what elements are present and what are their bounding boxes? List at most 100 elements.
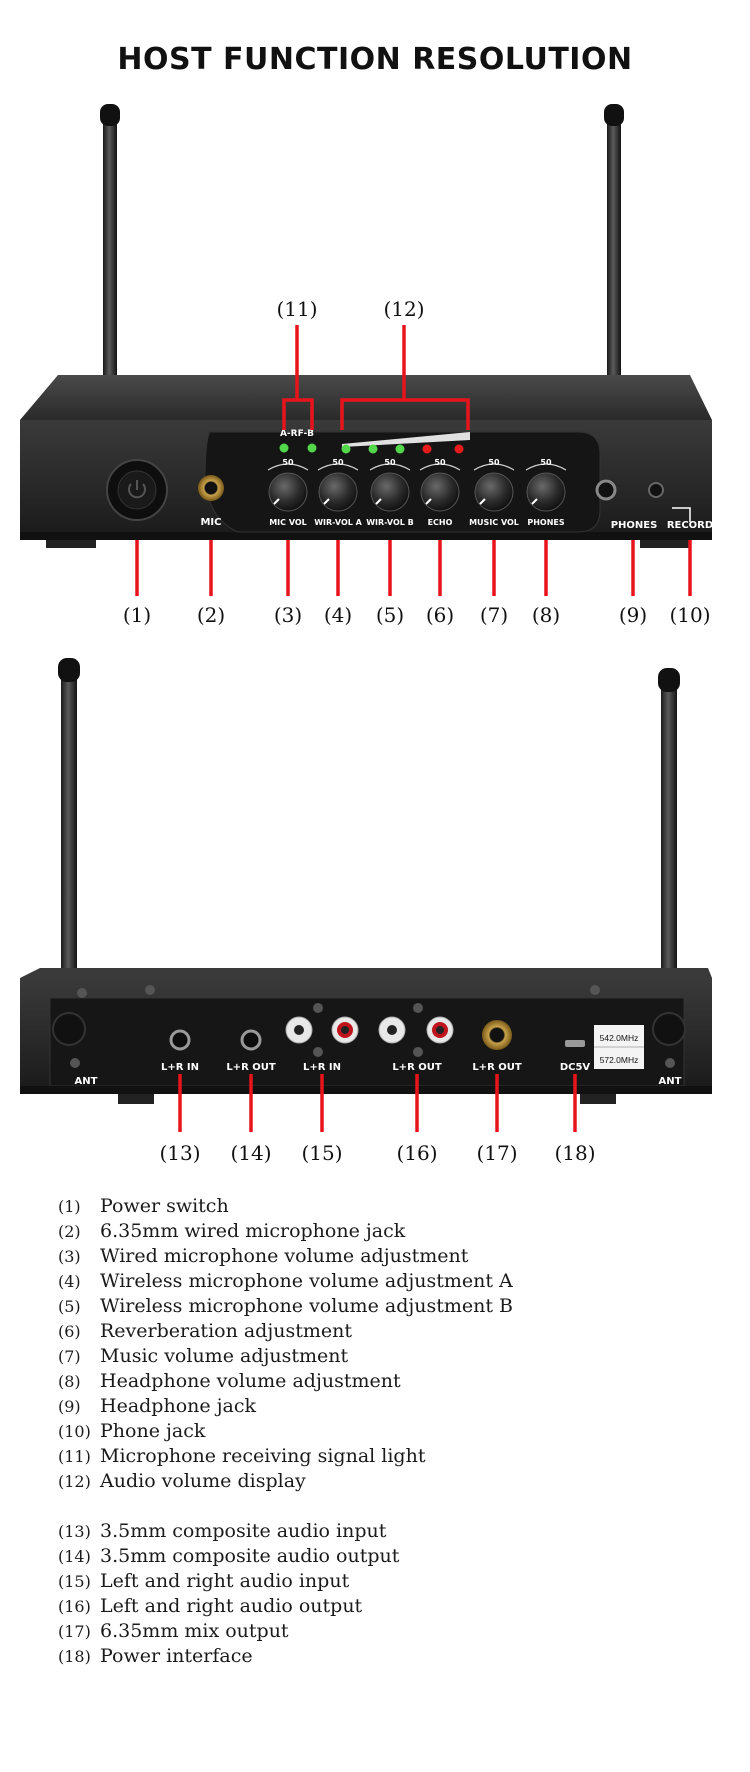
callout-15: (15) [301,1141,342,1165]
knob-indicator [273,498,280,505]
front-callout-lines [135,325,692,596]
knob-label: MIC VOL [269,518,307,527]
aux-in-35-jack[interactable] [169,1029,191,1051]
callout-16: (16) [396,1141,437,1165]
knob-body[interactable] [268,472,308,512]
knob-label: PHONES [527,518,565,527]
ant-left-label: ANT [75,1076,98,1087]
mic-jack[interactable] [198,475,224,501]
legend-item: (4)Wireless microphone volume adjustment… [58,1270,513,1292]
legend-item: (16)Left and right audio output [58,1595,363,1617]
knob-body[interactable] [420,472,460,512]
legend-item: (10)Phone jack [58,1420,206,1442]
antenna-connector-left [52,1012,86,1046]
legend-item: (9)Headphone jack [58,1395,257,1417]
phone-jack[interactable] [648,482,664,498]
callout-17: (17) [476,1141,517,1165]
knob-label: ECHO [428,518,453,527]
knob-label: MUSIC VOL [469,518,519,527]
callout-12: (12) [383,297,424,321]
rca-in[interactable] [285,1016,359,1044]
knob-scale-label: 50 [384,458,396,467]
knob-indicator [323,498,330,505]
mix-out-635-jack[interactable] [482,1020,512,1050]
legend-item: (5)Wireless microphone volume adjustment… [58,1295,513,1317]
rear-antenna-right [661,678,677,1028]
knob-body[interactable] [370,472,410,512]
front-callout-numbers: (1) (2) (3) (4) (5) (6) (7) (8) (9) (10)… [123,297,711,627]
headphone-jack[interactable] [595,479,617,501]
knob-scale-arc [317,463,359,471]
knob-indicator [375,498,382,505]
callout-2: (2) [197,603,225,627]
callout-7: (7) [480,603,508,627]
level-meter [341,432,470,454]
knob-scale-label: 50 [434,458,446,467]
aux-out-35-jack[interactable] [240,1029,262,1051]
knob-scale-arc [267,463,309,471]
knob-scale-label: 50 [332,458,344,467]
callout-18: (18) [554,1141,595,1165]
rf-led-a [279,443,289,453]
aux-out-35-label: L+R OUT [226,1062,276,1073]
callout-5: (5) [376,603,404,627]
knob-indicator [479,498,486,505]
arfb-label: A-RF-B [280,429,314,439]
knob-body[interactable] [526,472,566,512]
callout-6: (6) [426,603,454,627]
legend-item: (7)Music volume adjustment [58,1345,349,1367]
rf-led-b [307,443,317,453]
knob-scale-label: 50 [540,458,552,467]
callout-14: (14) [230,1141,271,1165]
legend-item: (2)6.35mm wired microphone jack [58,1220,406,1242]
knob-scale-arc [419,463,461,471]
legend-item: (6)Reverberation adjustment [58,1320,352,1342]
usb-power-port[interactable] [565,1040,585,1047]
callout-3: (3) [274,603,302,627]
ant-right-label: ANT [659,1076,682,1087]
knob-scale-arc [473,463,515,471]
callout-10: (10) [669,603,710,627]
legend-item: (3)Wired microphone volume adjustment [58,1245,469,1267]
aux-in-35-label: L+R IN [161,1062,199,1073]
antenna-connector-right [652,1012,686,1046]
front-chassis-top [20,375,712,420]
rca-in-label: L+R IN [303,1062,341,1073]
knob-scale-label: 50 [282,458,294,467]
frequency-a: 542.0MHz [600,1033,639,1043]
mic-label: MIC [200,517,221,528]
rear-antenna-left [61,668,77,1028]
rca-out[interactable] [378,1016,454,1044]
knob-indicator [425,498,432,505]
rear-chassis-top [20,968,712,978]
rear-callout-numbers: (13) (14) (15) (16) (17) (18) [159,1141,595,1165]
callout-11: (11) [276,297,317,321]
front-antenna-right [607,110,621,390]
knob-indicator [531,498,538,505]
callout-8: (8) [532,603,560,627]
legend-item: (18)Power interface [58,1645,253,1667]
knob-scale-arc [369,463,411,471]
knob-body[interactable] [318,472,358,512]
legend-spacer [58,1494,698,1519]
power-icon [128,483,146,499]
page-title: HOST FUNCTION RESOLUTION [117,42,633,77]
dc5v-label: DC5V [560,1062,591,1073]
rear-callout-lines [178,1074,577,1132]
knob-body[interactable] [474,472,514,512]
rear-view: ANT ANT L+R IN L+R OUT L+R IN L+R OUT L+… [20,658,712,1104]
legend-item: (15)Left and right audio input [58,1570,350,1592]
knob-label: WIR-VOL A [314,518,362,527]
legend-item: (12)Audio volume display [58,1470,306,1492]
frequency-b: 572.0MHz [600,1055,639,1065]
callout-1: (1) [123,603,151,627]
callout-4: (4) [324,603,352,627]
knob-scale-arc [525,463,567,471]
